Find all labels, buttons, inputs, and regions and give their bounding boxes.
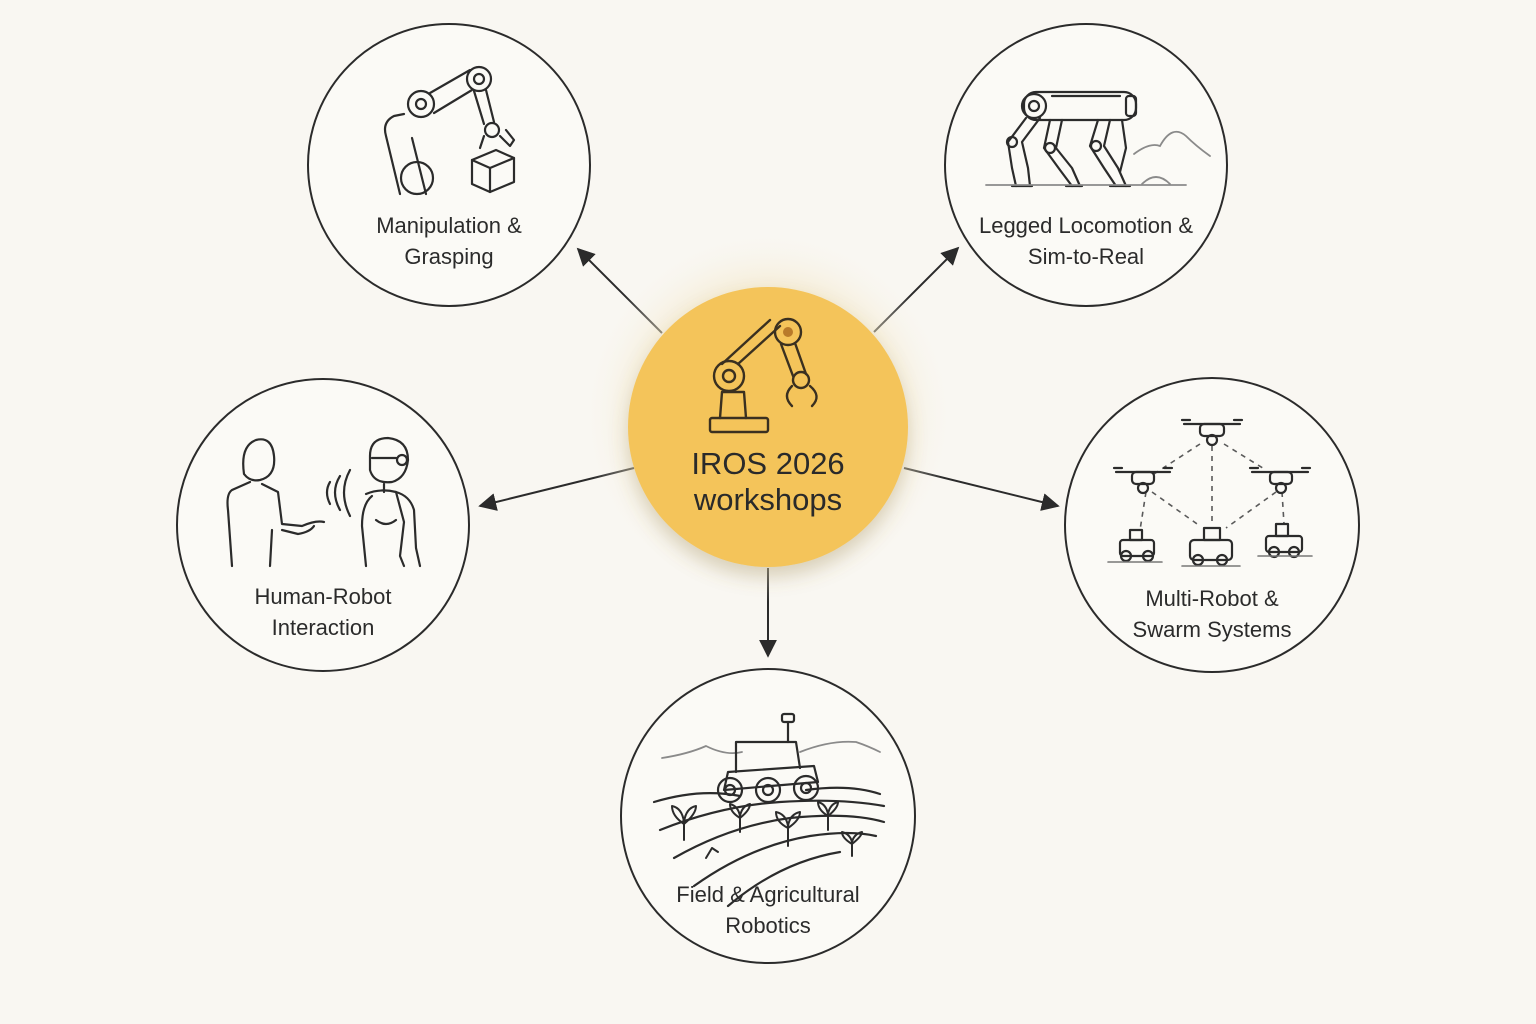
topic-manipulation-circle bbox=[307, 23, 591, 307]
robot-arm-icon bbox=[708, 317, 818, 434]
drone-swarm-icon bbox=[1107, 418, 1313, 567]
topic-hri-circle bbox=[176, 378, 470, 672]
topic-legged-node bbox=[944, 23, 1228, 307]
robot-arm-grasping-icon bbox=[383, 65, 516, 196]
hub-title: IROS 2026 workshops bbox=[618, 446, 918, 518]
topic-swarm-node bbox=[1064, 377, 1360, 673]
hub-title-line2: workshops bbox=[693, 482, 843, 517]
topic-label-field: Field & Agricultural Robotics bbox=[628, 879, 908, 941]
topic-label-line2: Sim-to-Real bbox=[1027, 244, 1145, 269]
topic-label-manipulation: Manipulation & Grasping bbox=[309, 210, 589, 272]
topic-label-line1: Legged Locomotion & bbox=[978, 213, 1194, 238]
topic-hri-node bbox=[176, 378, 470, 672]
field-rover-icon bbox=[652, 712, 886, 908]
topic-label-line1: Field & Agricultural bbox=[676, 882, 860, 907]
topic-label-line2: Interaction bbox=[271, 615, 375, 640]
swarm-links bbox=[1139, 443, 1285, 531]
crop-sprouts-icon bbox=[671, 801, 863, 859]
topic-label-line1: Human-Robot bbox=[254, 584, 392, 609]
topic-label-swarm: Multi-Robot & Swarm Systems bbox=[1072, 583, 1352, 645]
human-and-robot-icon bbox=[226, 436, 422, 568]
topic-swarm-circle bbox=[1064, 377, 1360, 673]
topic-legged-circle bbox=[944, 23, 1228, 307]
topic-field-node bbox=[620, 668, 916, 964]
topic-label-hri: Human-Robot Interaction bbox=[183, 581, 463, 643]
topic-label-line2: Robotics bbox=[725, 913, 811, 938]
hub-node bbox=[582, 230, 954, 602]
topic-label-line2: Swarm Systems bbox=[1132, 617, 1292, 642]
landscape-lines bbox=[661, 740, 881, 759]
mountain-outline-icon bbox=[985, 130, 1211, 186]
quadruped-robot-icon bbox=[1005, 90, 1138, 188]
topic-label-line1: Manipulation & bbox=[376, 213, 522, 238]
hub-title-line1: IROS 2026 bbox=[691, 446, 845, 481]
topic-label-legged: Legged Locomotion & Sim-to-Real bbox=[946, 210, 1226, 272]
topic-label-line2: Grasping bbox=[404, 244, 494, 269]
topic-label-line1: Multi-Robot & bbox=[1145, 586, 1279, 611]
topic-manipulation-node bbox=[307, 23, 591, 307]
